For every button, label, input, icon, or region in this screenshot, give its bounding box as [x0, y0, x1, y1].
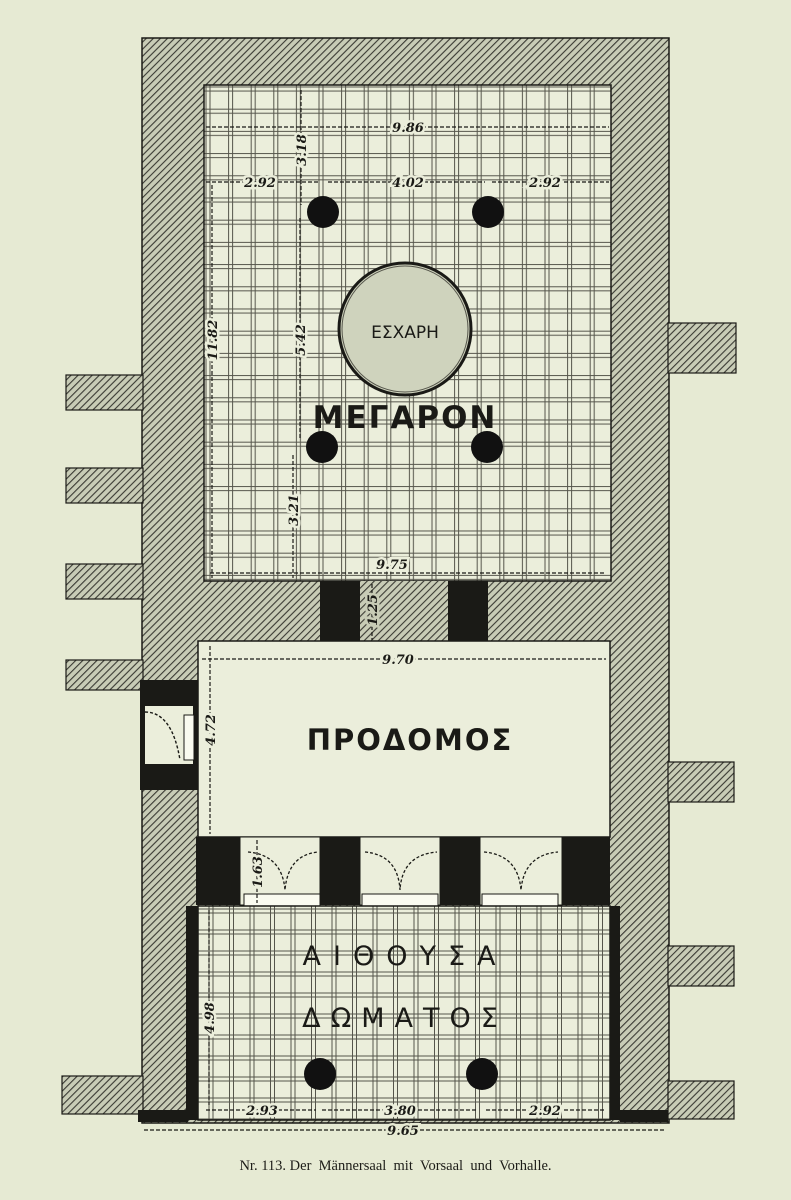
- megaron-columns: [306, 196, 504, 463]
- hearth-label: ΕΣΧΑΡΗ: [371, 323, 439, 343]
- dim-label: 1.63: [251, 856, 266, 888]
- dim-label: 3.18: [295, 134, 310, 166]
- dim-label: 4.02: [392, 176, 424, 191]
- caption-number: Nr. 113.: [239, 1158, 287, 1174]
- dim-label: 9.86: [392, 121, 424, 136]
- column: [307, 196, 339, 228]
- column: [304, 1058, 336, 1090]
- door-wall: [196, 836, 610, 907]
- domatos-label: ΔΩΜΑΤΟΣ: [302, 1003, 508, 1034]
- aithousa-floor: [197, 905, 611, 1121]
- dim-label: 3.21: [287, 494, 302, 526]
- dim-label: 2.93: [245, 1104, 278, 1119]
- megaron-doorway: [320, 581, 488, 641]
- dim-label: 4.98: [203, 1002, 218, 1034]
- dim-label: 11.82: [206, 320, 221, 361]
- column: [306, 431, 338, 463]
- dim-label: 2.92: [243, 176, 276, 191]
- dim-label: 9.75: [376, 558, 408, 573]
- dimension-lines: [144, 90, 666, 1131]
- dim-label: 9.70: [382, 653, 414, 668]
- dimension-labels: 9.86 2.92 4.02 2.92 3.18 11.82 5.42 3.21…: [201, 119, 564, 1142]
- aithousa-columns: [304, 1058, 498, 1090]
- dim-label: 2.92: [528, 176, 561, 191]
- column: [471, 431, 503, 463]
- dim-label: 9.65: [387, 1124, 419, 1139]
- aithousa-left-wall: [186, 906, 198, 1120]
- floor-plan: ΕΣΧΑΡΗ ΜΕΓΑΡΟΝ ΠΡΟΔΟΜΟΣ ΑΙΘΟΥΣΑ ΔΩΜΑΤΟΣ …: [61, 37, 737, 1142]
- column: [466, 1058, 498, 1090]
- dim-label: 5.42: [294, 324, 309, 356]
- hearth: [337, 261, 473, 397]
- dim-label: 1.25: [366, 594, 381, 626]
- figure-caption: Nr. 113. Der Männersaal mit Vorsaal und …: [0, 1158, 791, 1175]
- dim-label: 4.72: [204, 714, 219, 746]
- side-door: [140, 680, 198, 790]
- prodomos-floor: [197, 640, 611, 838]
- aithousa-label: ΑΙΘΟΥΣΑ: [303, 941, 508, 972]
- megaron-label: ΜΕΓΑΡΟΝ: [313, 400, 498, 436]
- prodomos-label: ΠΡΟΔΟΜΟΣ: [307, 723, 514, 757]
- caption-text: Der Männersaal mit Vorsaal und Vorhalle.: [289, 1158, 552, 1174]
- aithousa-right-wall: [610, 906, 620, 1120]
- dim-label: 3.80: [384, 1104, 416, 1119]
- dim-label: 2.92: [528, 1104, 561, 1119]
- column: [472, 196, 504, 228]
